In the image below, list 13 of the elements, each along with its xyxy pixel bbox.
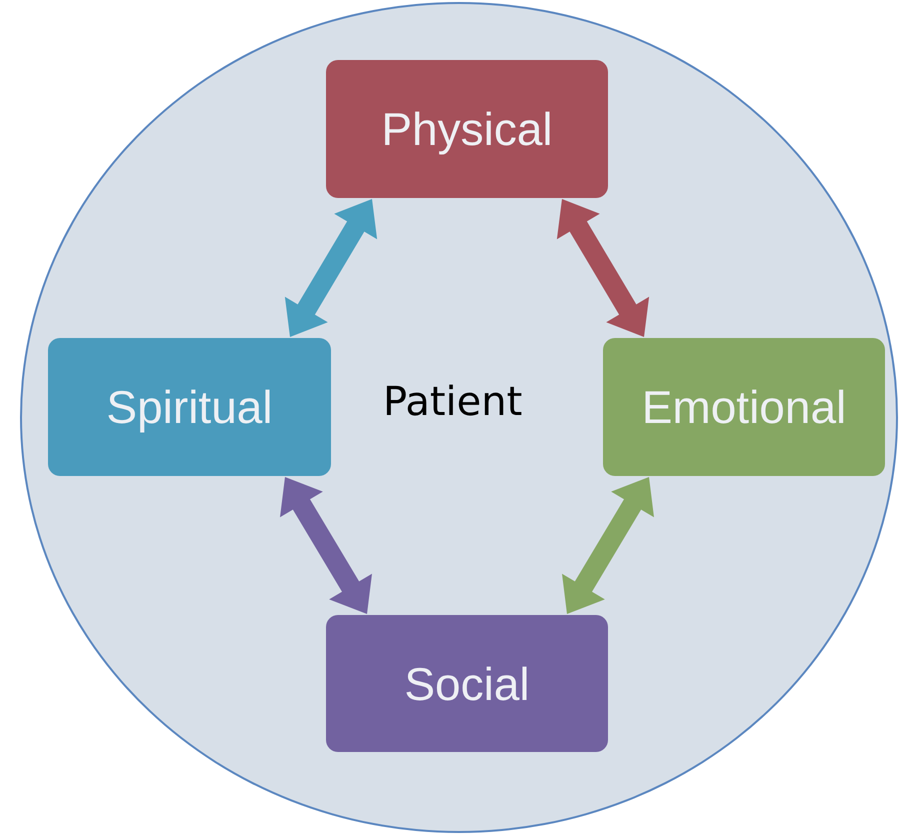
double-arrow [280, 477, 372, 614]
category-box [326, 615, 608, 752]
category-label: Spiritual [106, 384, 273, 430]
category-label: Physical [381, 106, 553, 152]
category-box [48, 338, 331, 476]
center-label: Patient [383, 382, 522, 422]
double-arrow [556, 199, 650, 337]
double-arrow [562, 477, 654, 614]
category-box [603, 338, 885, 476]
category-box [326, 60, 608, 198]
category-label: Social [404, 660, 530, 706]
category-label: Emotional [642, 384, 846, 430]
double-arrow [284, 199, 378, 337]
